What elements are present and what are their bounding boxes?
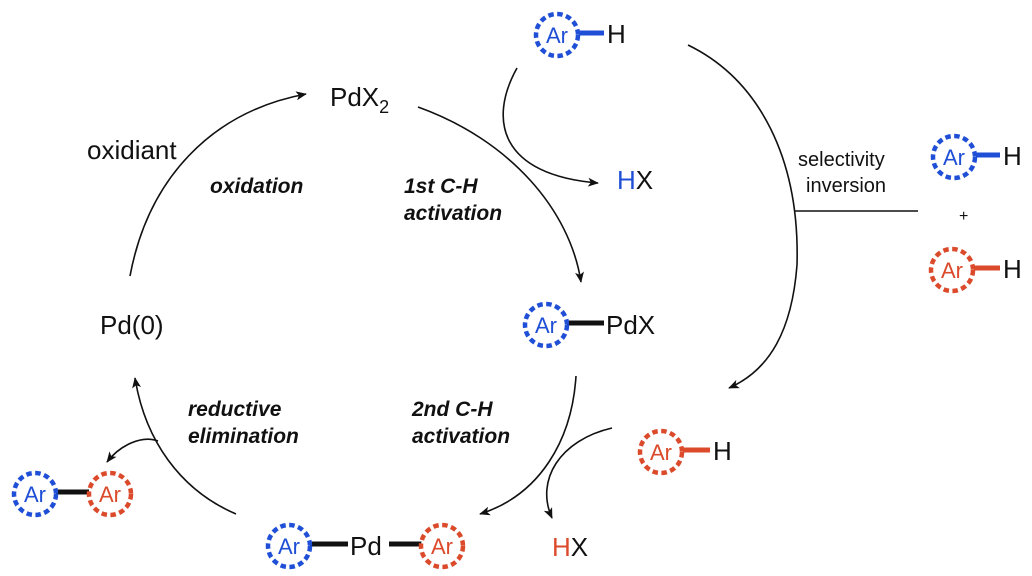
biaryl-release-arrow (106, 438, 159, 463)
step-first-ch-line1: 1st C-H (404, 175, 478, 198)
biaryl-product: Ar Ar (11, 470, 134, 518)
arene-red-h-right: Ar H (928, 246, 1022, 294)
arene-ring (637, 428, 685, 476)
arene-label-red: Ar (99, 482, 121, 507)
step-second-ch-line1: 2nd C-H (411, 398, 493, 421)
arene-label-blue: Ar (278, 534, 300, 559)
arene-label: Ar (943, 145, 965, 170)
arene-label-red: Ar (431, 534, 453, 559)
selectivity-inversion-arrow (687, 44, 798, 389)
aryl-pdx-intermediate: Ar PdX (522, 301, 655, 349)
arene-ring (533, 11, 581, 59)
oxidant-label: oxidiant (87, 135, 177, 165)
step-reductive-line1: reductive (188, 398, 282, 421)
pdx2-label: PdX2 (330, 82, 389, 117)
arene-blue-h-right: Ar H (930, 133, 1022, 181)
arene-blue-h-top: Ar H (533, 11, 626, 59)
arene-ring-blue (265, 522, 313, 570)
hx-byproduct-top: HX (617, 165, 653, 195)
arene-ring-red (86, 470, 134, 518)
hx-byproduct-bottom: HX (552, 532, 588, 562)
arene-label: Ar (941, 258, 963, 283)
arene-label: Ar (546, 23, 568, 48)
arh-blue-entry-arrow (502, 67, 599, 187)
hydrogen-label: H (713, 436, 732, 466)
diaryl-pd-intermediate: Ar Pd Ar (265, 522, 466, 570)
second-ch-activation-arrow (479, 375, 577, 516)
arene-ring-red (418, 522, 466, 570)
arene-label: Ar (650, 440, 672, 465)
pdx-label: PdX (606, 310, 655, 340)
arene-ring (930, 133, 978, 181)
step-second-ch-line2: activation (412, 425, 510, 448)
plus-sign: + (959, 208, 968, 225)
arene-red-h-lower: Ar H (637, 428, 732, 476)
selectivity-line2: inversion (806, 175, 886, 197)
arene-label: Ar (535, 313, 557, 338)
pd-label: Pd (350, 531, 382, 561)
hydrogen-label: H (1003, 254, 1022, 284)
reductive-elimination-arrow (132, 377, 237, 515)
pd0-label: Pd(0) (100, 310, 164, 340)
step-oxidation: oxidation (210, 175, 303, 198)
step-first-ch-line2: activation (404, 202, 502, 225)
hydrogen-label: H (607, 19, 626, 49)
first-ch-activation-arrow (417, 106, 584, 283)
arene-label-blue: Ar (24, 482, 46, 507)
arh-red-entry-arrow (543, 427, 613, 519)
hydrogen-label: H (1003, 141, 1022, 171)
arene-ring-blue (11, 470, 59, 518)
step-reductive-line2: elimination (188, 425, 299, 448)
selectivity-line1: selectivity (798, 149, 885, 171)
oxidation-arrow (129, 91, 307, 277)
arene-ring (928, 246, 976, 294)
arene-ring (522, 301, 570, 349)
